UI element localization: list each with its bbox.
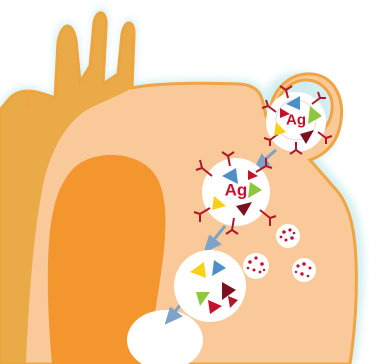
fragment-vesicle bbox=[174, 250, 246, 322]
antigen-label-2: Ag bbox=[225, 181, 248, 200]
peptide-cluster-1 bbox=[276, 224, 300, 248]
peptide-cluster-2 bbox=[243, 253, 269, 279]
antigen-label-1: Ag bbox=[286, 112, 306, 129]
peptide-cluster-3 bbox=[292, 258, 316, 282]
